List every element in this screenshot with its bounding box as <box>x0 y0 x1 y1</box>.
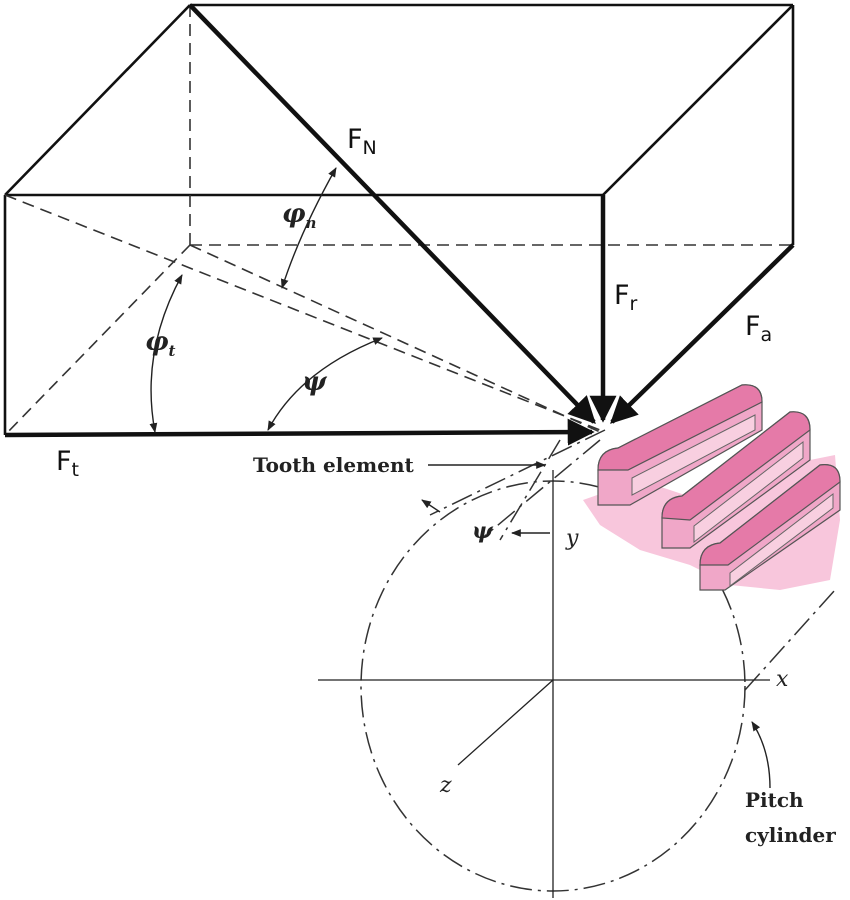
tooth-element-label: Tooth element <box>253 453 414 477</box>
phi-t-label: φt <box>145 327 176 360</box>
psi-arc <box>267 337 383 431</box>
gear-tooth-2-top <box>661 411 811 521</box>
force-vectors <box>4 3 795 446</box>
axial-force-arrow <box>610 243 795 424</box>
gear-tooth-1-flank <box>631 414 756 496</box>
pitch-cylinder-label-line2: cylinder <box>745 823 836 847</box>
z-axis-label: z <box>439 773 452 798</box>
box-top-right-edge <box>602 4 794 196</box>
tangential-force-label: Ft <box>56 446 79 481</box>
gear-teeth-illustration <box>583 384 841 591</box>
psi-label: ψ <box>302 367 328 397</box>
phi-t-arc <box>149 274 183 433</box>
radial-force-label: Fr <box>614 280 638 315</box>
phi-n-label: φn <box>282 199 316 232</box>
psi-small-label: ψ <box>472 518 494 544</box>
gear-tooth-3-top <box>699 464 841 566</box>
box-face-diagonal <box>4 194 601 431</box>
pitch-helix-line <box>499 439 561 541</box>
normal-force-arrow <box>188 3 596 424</box>
axial-force-label: Fa <box>745 311 772 346</box>
pitch-cylinder-label-line1: Pitch <box>745 788 804 812</box>
z-axis <box>457 679 554 766</box>
x-axis-label: x <box>776 667 789 692</box>
pitch-cylinder-tangent-line <box>744 589 836 691</box>
axes: x y z <box>318 470 789 898</box>
gear-tooth-1-top <box>597 384 763 471</box>
y-axis-label: y <box>565 526 579 551</box>
tooth-element-line <box>429 429 606 516</box>
helix-angle-indicator: ψ <box>421 499 550 544</box>
angle-arcs <box>149 167 383 433</box>
pitch-cylinder-pointer <box>751 721 771 789</box>
tooth-element-tick <box>421 499 441 513</box>
gear-tooth-2-flank <box>693 440 804 544</box>
gear-tooth-3-flank <box>729 492 834 588</box>
box-top-left-edge <box>4 4 191 196</box>
phi-n-arc <box>280 167 337 289</box>
tooth-element-line-2 <box>479 439 601 541</box>
normal-force-label: FN <box>347 124 377 159</box>
box-floor-diagonal <box>189 244 601 433</box>
tangential-force-arrow <box>4 418 595 446</box>
